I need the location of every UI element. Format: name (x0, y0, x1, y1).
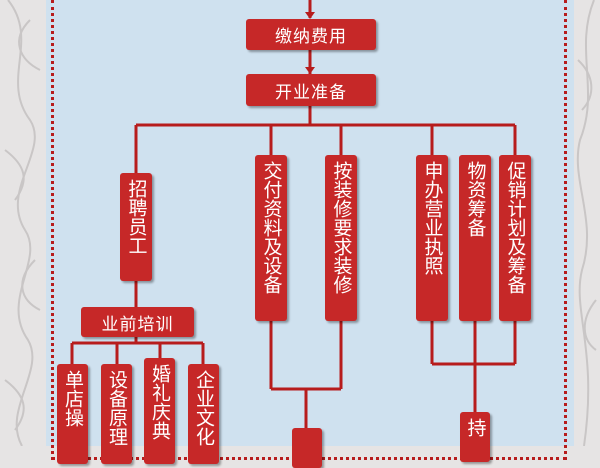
floral-pattern-right (576, 0, 597, 446)
training-corporate-culture: 企业文化 (188, 364, 219, 464)
step-pre-opening-training: 业前培训 (81, 307, 194, 337)
training-wedding-ceremony: 婚礼庆典 (144, 358, 175, 464)
step-business-license: 申办营业执照 (416, 155, 448, 321)
step-recruit-staff: 招聘员工 (120, 173, 152, 281)
step-supplies: 物资筹备 (459, 155, 491, 321)
step-bottom-center (292, 428, 322, 468)
connector-lines (70, 0, 517, 428)
floral-pattern-left (4, 0, 41, 446)
step-promotion-plan: 促销计划及筹备 (499, 155, 531, 321)
step-opening-prep: 开业准备 (246, 74, 376, 106)
step-pay-fees: 缴纳费用 (246, 19, 376, 50)
training-equipment-principle: 设备原理 (101, 364, 132, 464)
step-bottom-right: 持 (460, 412, 490, 462)
training-store-operation: 单店操 (57, 364, 88, 464)
step-deliver-materials: 交付资料及设备 (255, 155, 287, 321)
step-decoration: 按装修要求装修 (325, 155, 357, 321)
